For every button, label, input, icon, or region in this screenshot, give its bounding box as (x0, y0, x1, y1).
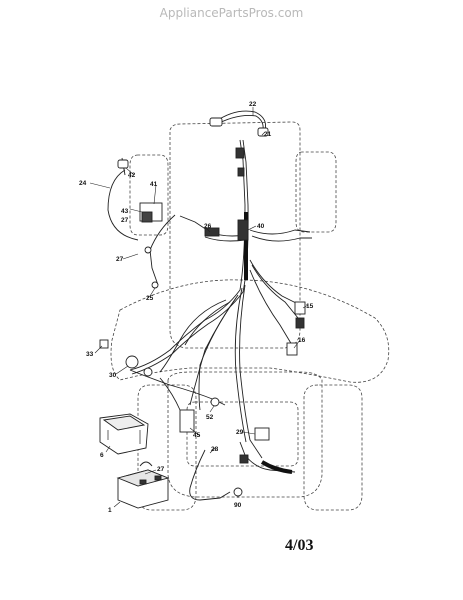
seat-outline (186, 401, 299, 467)
front-wheel-left (129, 154, 169, 236)
switch-15 (294, 301, 306, 315)
callout-22: 22 (249, 101, 257, 108)
leader-lines (89, 107, 309, 508)
regulator-45 (179, 409, 195, 433)
callout-30: 30 (109, 372, 117, 379)
ring-terminal-90 (233, 487, 243, 497)
rear-wheel-right (303, 384, 363, 511)
rear-wheel-left (137, 384, 197, 511)
components (99, 117, 306, 509)
front-wheel-right (295, 151, 337, 233)
callout-28: 28 (211, 446, 219, 453)
deck-outline (110, 279, 390, 383)
starter-connector (143, 367, 153, 377)
connector-26 (204, 227, 220, 237)
fuse-holder-33 (99, 339, 109, 349)
connector-hood (237, 167, 245, 177)
callout-33: 33 (86, 351, 94, 358)
callout-27b: 27 (116, 256, 124, 263)
callout-41: 41 (150, 181, 158, 188)
headlight-right (257, 127, 269, 137)
callout-16: 16 (298, 337, 306, 344)
callout-15: 15 (306, 303, 314, 310)
harness-wires (107, 110, 312, 501)
solenoid-43 (141, 211, 153, 223)
callout-1: 1 (108, 507, 112, 514)
switch-42 (117, 159, 129, 169)
callout-90: 90 (234, 502, 242, 509)
switch-15b (295, 317, 305, 329)
hood-outline (169, 121, 301, 349)
callout-40: 40 (257, 223, 265, 230)
ring-terminal-52 (210, 397, 220, 407)
watermark: AppliancePartsPros.com (159, 6, 304, 20)
switch-29 (254, 427, 270, 441)
callout-45: 45 (193, 432, 201, 439)
ignition-switch-30 (125, 355, 139, 369)
headlight-left (209, 117, 223, 127)
switch-16 (286, 342, 298, 356)
connector-40 (237, 219, 249, 241)
ring-terminal-27b (144, 246, 152, 254)
callout-26: 26 (204, 223, 212, 230)
callout-42: 42 (128, 172, 136, 179)
callout-24: 24 (79, 180, 87, 187)
ring-terminal-25 (151, 281, 159, 289)
callout-27c: 27 (157, 466, 165, 473)
callout-25: 25 (146, 295, 154, 302)
terminal-28 (239, 454, 249, 464)
revision-date: 4/03 (285, 537, 314, 554)
callout-21: 21 (264, 131, 272, 138)
callout-43: 43 (121, 208, 129, 215)
connector-upper (235, 147, 245, 159)
rear-body (167, 371, 323, 498)
callouts: 22 21 24 42 41 43 27 40 26 27 25 15 16 3… (79, 101, 314, 514)
callout-6: 6 (100, 452, 104, 459)
callout-27a: 27 (121, 217, 129, 224)
callout-29: 29 (236, 429, 244, 436)
callout-52: 52 (206, 414, 214, 421)
